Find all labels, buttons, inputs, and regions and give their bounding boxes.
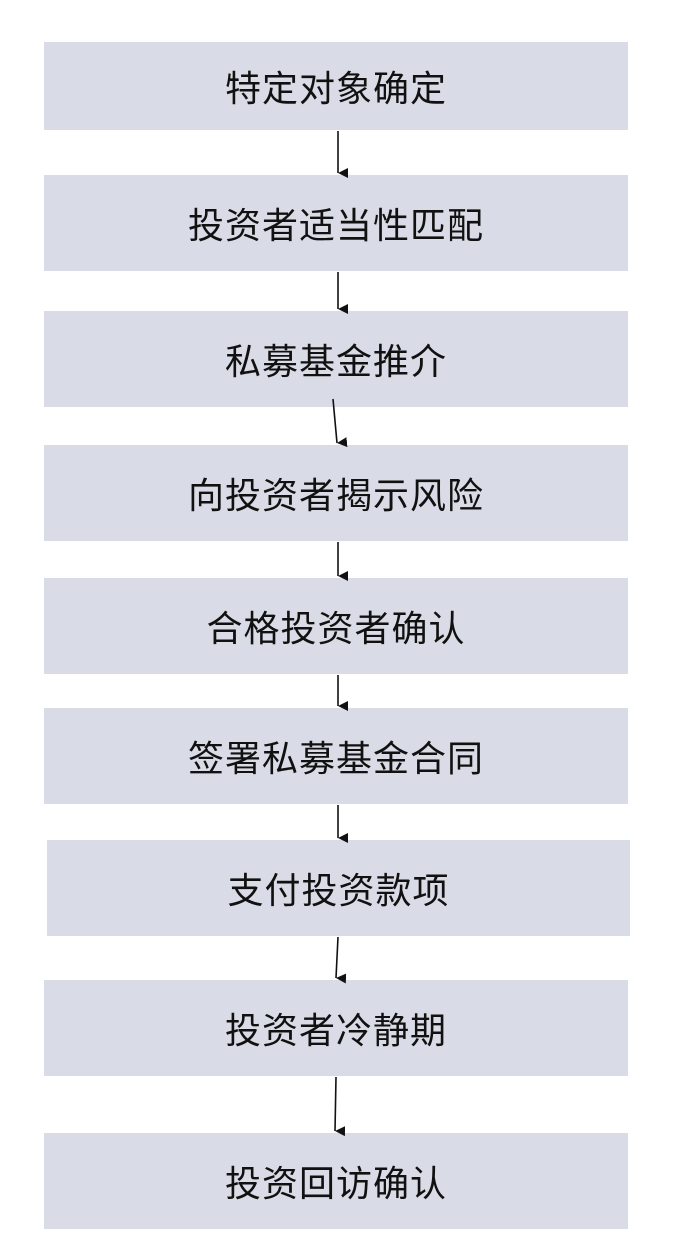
step-label: 支付投资款项 — [227, 871, 450, 912]
step-box-6: 签署私募基金合同 — [44, 708, 628, 804]
step-label: 私募基金推介 — [224, 342, 447, 383]
step-box-1: 特定对象确定 — [44, 42, 628, 130]
step-label: 合格投资者确认 — [206, 609, 466, 650]
step-box-9: 投资回访确认 — [44, 1133, 628, 1229]
step-label: 签署私募基金合同 — [187, 739, 484, 780]
step-label: 向投资者揭示风险 — [187, 476, 484, 517]
arrow-3 — [332, 398, 348, 448]
step-label: 特定对象确定 — [224, 69, 447, 110]
step-box-8: 投资者冷静期 — [44, 980, 628, 1076]
step-label: 投资者冷静期 — [224, 1011, 447, 1052]
arrow-8 — [334, 1076, 346, 1137]
arrow-7 — [335, 936, 347, 984]
step-label: 投资回访确认 — [224, 1164, 447, 1205]
step-label: 投资者适当性匹配 — [187, 206, 484, 247]
step-box-4: 向投资者揭示风险 — [44, 445, 628, 541]
step-box-5: 合格投资者确认 — [44, 578, 628, 674]
step-box-2: 投资者适当性匹配 — [44, 175, 628, 271]
step-box-7: 支付投资款项 — [47, 840, 630, 936]
step-box-3: 私募基金推介 — [44, 311, 628, 407]
